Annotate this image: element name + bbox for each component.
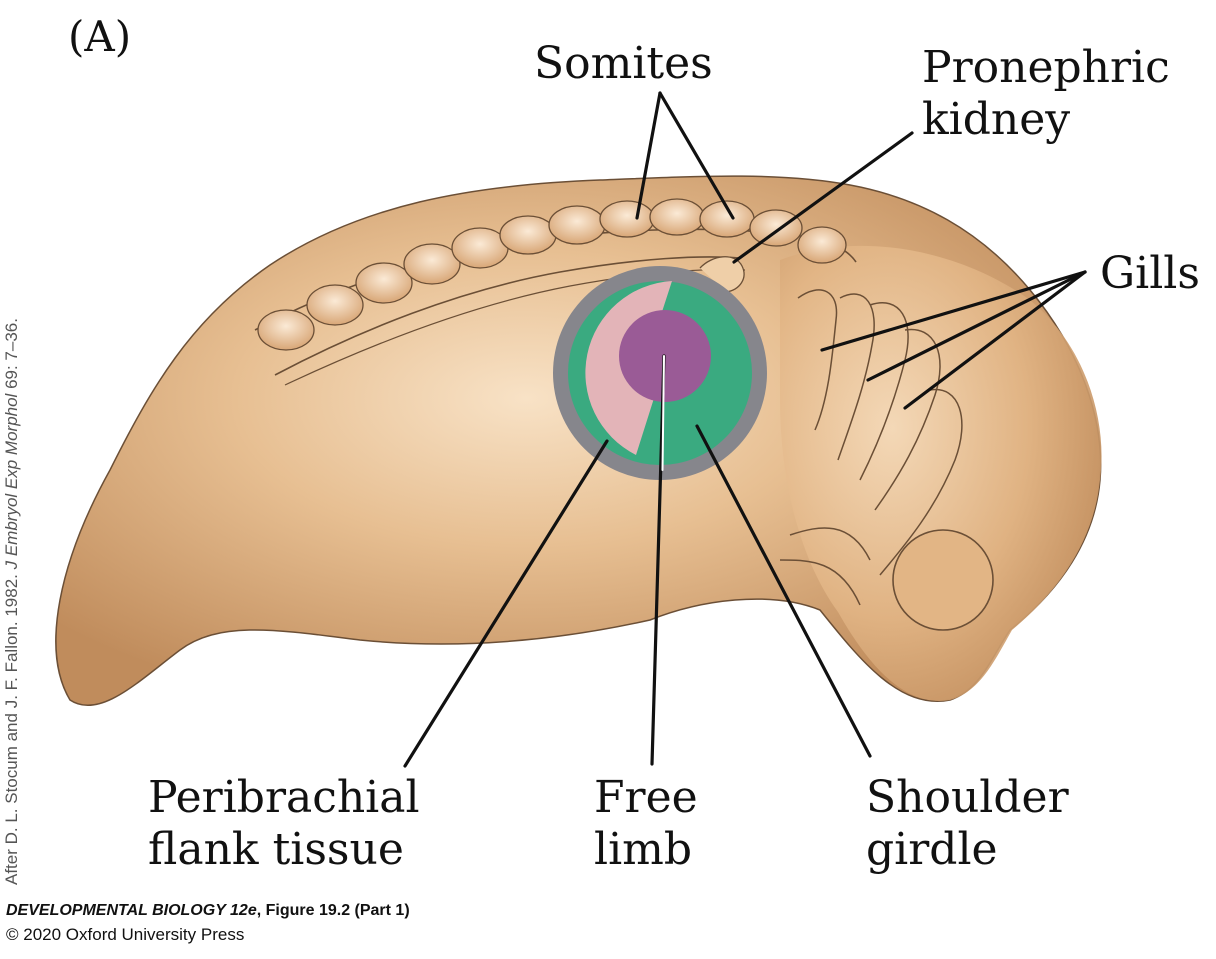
label-peribrachial-flank-tissue: Peribrachial flank tissue xyxy=(148,772,420,876)
label-pronephric-line2: kidney xyxy=(922,94,1071,145)
label-shoulder-line1: Shoulder xyxy=(866,772,1069,823)
label-free-limb: Free limb xyxy=(594,772,698,876)
label-shoulder-girdle: Shoulder girdle xyxy=(866,772,1069,876)
dorsal-line-lower xyxy=(274,256,741,376)
book-caption: DEVELOPMENTAL BIOLOGY 12e, Figure 19.2 (… xyxy=(6,902,410,920)
label-peribrachial-line1: Peribrachial xyxy=(148,772,420,823)
label-free-limb-line2: limb xyxy=(594,824,693,875)
label-pronephric-kidney: Pronephric kidney xyxy=(922,42,1170,146)
label-shoulder-line2: girdle xyxy=(866,824,998,875)
source-credit: After D. L. Stocum and J. F. Fallon. 198… xyxy=(2,305,22,885)
shoulder-girdle-leader xyxy=(695,424,872,758)
credit-prefix: After D. L. Stocum and J. F. Fallon. 198… xyxy=(2,569,21,885)
pronephric-leader xyxy=(732,131,914,264)
somites-leader-right xyxy=(658,91,735,220)
leader-lines xyxy=(403,91,1087,768)
embryo-head xyxy=(780,245,1102,701)
dorsal-line-lowest xyxy=(284,268,746,386)
label-peribrachial-line2: flank tissue xyxy=(148,824,404,875)
panel-label: (A) xyxy=(68,12,132,61)
pronephric-kidney xyxy=(699,256,745,293)
gills-leader-1 xyxy=(820,270,1087,352)
gills-leader-3 xyxy=(903,270,1087,410)
label-somites: Somites xyxy=(534,38,713,89)
somites-leader-left xyxy=(635,91,662,220)
credit-journal: J Embryol Exp Morphol xyxy=(2,393,21,570)
eye xyxy=(892,529,994,631)
free-limb-leader xyxy=(650,354,666,766)
figure-number: , Figure 19.2 (Part 1) xyxy=(256,902,410,919)
limb-field xyxy=(553,266,767,480)
gills-leader-2 xyxy=(866,270,1087,382)
label-free-limb-line1: Free xyxy=(594,772,698,823)
label-gills: Gills xyxy=(1100,248,1200,299)
credit-suffix: 69: 7–36. xyxy=(2,318,21,394)
leader-highlights xyxy=(661,355,665,471)
book-title: DEVELOPMENTAL BIOLOGY 12e xyxy=(6,902,257,919)
label-pronephric-line1: Pronephric xyxy=(922,42,1170,93)
somites xyxy=(257,198,847,351)
copyright: © 2020 Oxford University Press xyxy=(6,925,245,944)
peribrachial-leader xyxy=(403,439,609,768)
